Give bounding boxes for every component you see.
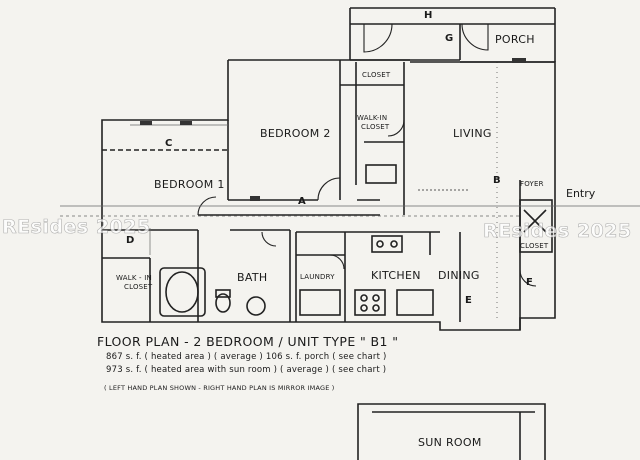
walk-in-closet-label-2: CLOSET: [361, 123, 390, 131]
label-h: H: [424, 10, 433, 21]
watermark-left: REsides 2025: [2, 216, 151, 239]
label-g: G: [445, 33, 454, 44]
closet-label-top: CLOSET: [362, 71, 391, 79]
floor-plan-title: FLOOR PLAN - 2 BEDROOM / UNIT TYPE " B1 …: [97, 334, 399, 349]
walk-in-closet-label-1: WALK-IN: [357, 114, 388, 122]
spec-line-2: 973 s. f. ( heated area with sun room ) …: [106, 365, 387, 375]
watermark-right: REsides 2025: [483, 220, 632, 243]
living-label: LIVING: [453, 127, 492, 140]
mirror-note: ( LEFT HAND PLAN SHOWN - RIGHT HAND PLAN…: [104, 384, 335, 392]
label-a: A: [298, 196, 306, 207]
kitchen-label: KITCHEN: [371, 269, 421, 282]
label-d: D: [126, 235, 135, 246]
label-c: C: [165, 138, 173, 149]
foyer-closet-label: CLOSET: [520, 242, 549, 250]
porch-label: PORCH: [495, 33, 535, 46]
label-e: E: [465, 295, 472, 306]
laundry-label: LAUNDRY: [300, 273, 335, 281]
walk-in-closet-bed1-label-2: CLOSET: [124, 283, 153, 291]
bath-label: BATH: [237, 271, 268, 284]
bedroom-1-label: BEDROOM 1: [154, 178, 225, 191]
spec-line-1: 867 s. f. ( heated area ) ( average ) 10…: [106, 352, 387, 362]
dining-label: DINING: [438, 269, 480, 282]
label-f: F: [526, 277, 533, 288]
walk-in-closet-bed1-label-1: WALK - IN: [116, 274, 152, 282]
entry-label: Entry: [566, 187, 596, 200]
sun-room-label: SUN ROOM: [418, 436, 482, 449]
label-b: B: [493, 175, 501, 186]
foyer-label: FOYER: [520, 180, 544, 188]
bedroom-2-label: BEDROOM 2: [260, 127, 331, 140]
